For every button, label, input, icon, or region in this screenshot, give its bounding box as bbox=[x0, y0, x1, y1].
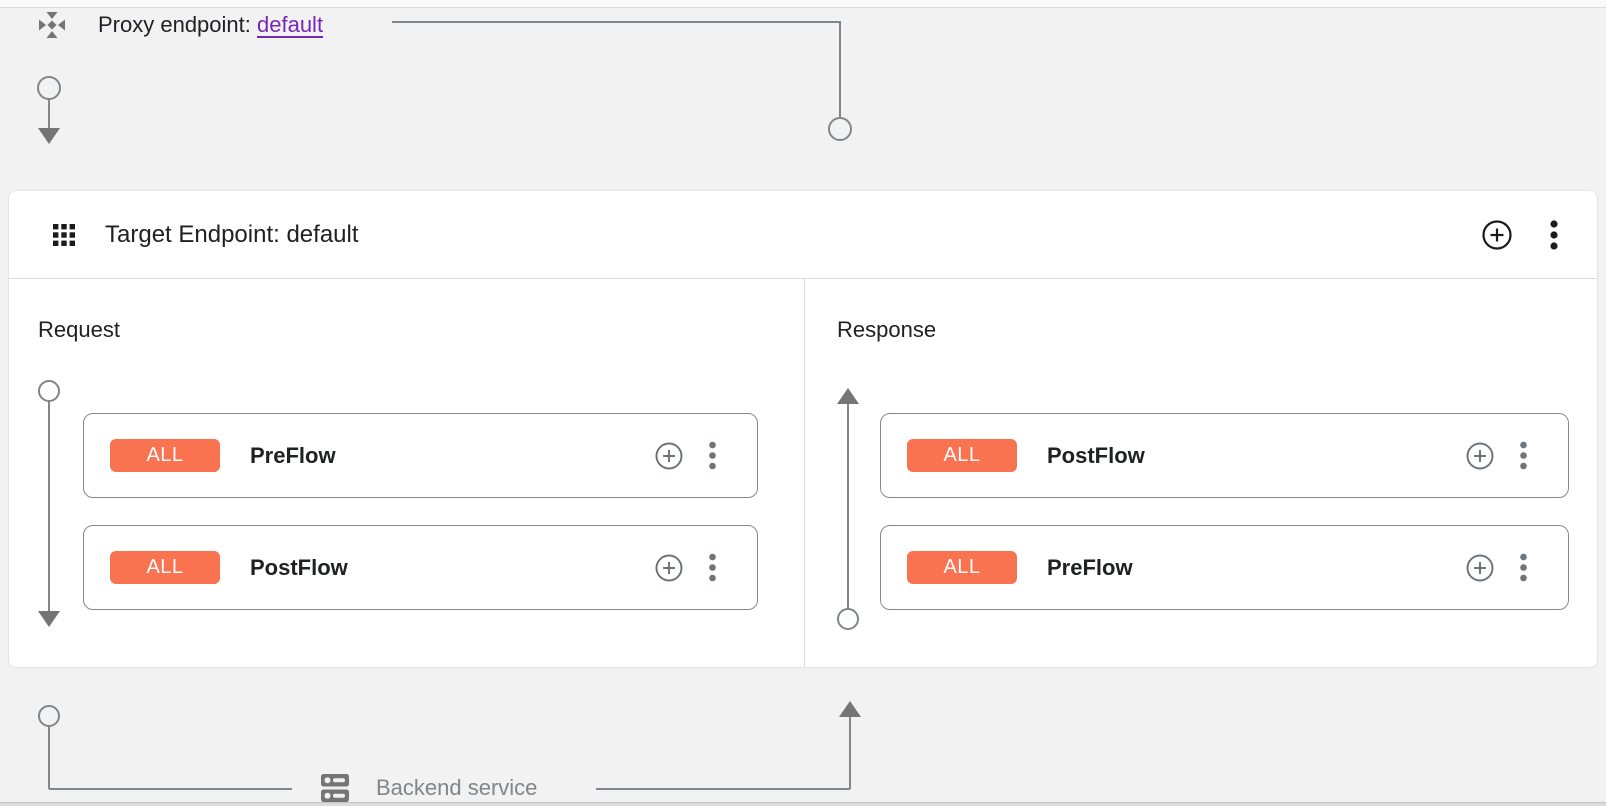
request-preflow-card[interactable]: ALL PreFlow bbox=[83, 413, 758, 498]
column-divider bbox=[804, 279, 805, 667]
bottom-divider bbox=[0, 802, 1606, 806]
add-policy-button[interactable] bbox=[1465, 441, 1495, 471]
flow-menu-button[interactable] bbox=[1519, 440, 1528, 471]
panel-title: Target Endpoint: default bbox=[105, 220, 359, 248]
flow-name: PreFlow bbox=[1047, 554, 1133, 580]
plus-circle-icon bbox=[654, 441, 684, 471]
condition-badge: ALL bbox=[907, 551, 1017, 584]
top-divider bbox=[0, 0, 1606, 8]
condition-badge: ALL bbox=[907, 439, 1017, 472]
request-postflow-card[interactable]: ALL PostFlow bbox=[83, 525, 758, 610]
target-endpoint-header: Target Endpoint: default bbox=[9, 191, 1597, 279]
response-postflow-card[interactable]: ALL PostFlow bbox=[880, 413, 1569, 498]
condition-badge: ALL bbox=[110, 551, 220, 584]
panel-menu-button[interactable] bbox=[1549, 218, 1559, 252]
response-preflow-card[interactable]: ALL PreFlow bbox=[880, 525, 1569, 610]
flow-menu-button[interactable] bbox=[708, 440, 717, 471]
plus-circle-icon bbox=[1465, 441, 1495, 471]
kebab-icon bbox=[708, 440, 717, 471]
proxy-endpoint-link[interactable]: default bbox=[257, 12, 324, 37]
proxy-endpoint-label: Proxy endpoint: default bbox=[98, 12, 324, 37]
kebab-icon bbox=[1519, 440, 1528, 471]
flow-name: PreFlow bbox=[250, 442, 336, 468]
add-policy-button[interactable] bbox=[654, 441, 684, 471]
flow-menu-button[interactable] bbox=[708, 552, 717, 583]
flow-name: PostFlow bbox=[1047, 442, 1145, 468]
plus-circle-icon bbox=[654, 553, 684, 583]
kebab-icon bbox=[1549, 218, 1559, 252]
proxy-endpoint-icon bbox=[36, 9, 68, 41]
dns-server-icon bbox=[318, 771, 352, 805]
target-endpoint-panel: Target Endpoint: default bbox=[8, 190, 1598, 668]
add-flow-button[interactable] bbox=[1481, 219, 1513, 251]
flow-menu-button[interactable] bbox=[1519, 552, 1528, 583]
add-policy-button[interactable] bbox=[1465, 553, 1495, 583]
backend-service-row: Backend service bbox=[318, 771, 537, 805]
plus-circle-icon bbox=[1465, 553, 1495, 583]
backend-service-label: Backend service bbox=[376, 775, 538, 800]
flow-name: PostFlow bbox=[250, 554, 348, 580]
kebab-icon bbox=[1519, 552, 1528, 583]
plus-circle-icon bbox=[1481, 219, 1513, 251]
add-policy-button[interactable] bbox=[654, 553, 684, 583]
response-label: Response bbox=[837, 317, 937, 342]
condition-badge: ALL bbox=[110, 439, 220, 472]
kebab-icon bbox=[708, 552, 717, 583]
proxy-endpoint-row: Proxy endpoint: default bbox=[36, 8, 323, 42]
grid-icon bbox=[53, 223, 75, 246]
request-label: Request bbox=[38, 317, 120, 342]
